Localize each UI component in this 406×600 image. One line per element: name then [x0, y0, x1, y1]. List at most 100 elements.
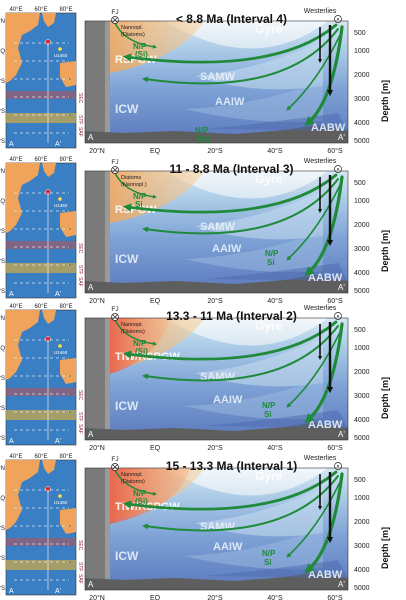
section-depth-label: 500 — [354, 30, 366, 37]
section-depth-label: 1000 — [354, 345, 370, 352]
label-diatoms: (Diatoms) — [121, 479, 145, 485]
front-stf — [6, 410, 76, 420]
section-corner-a-prime: A' — [338, 580, 345, 589]
map-lat-label: 60°S — [0, 139, 5, 145]
label-si: Si — [135, 200, 143, 209]
map-lat-label: 60°S — [0, 586, 5, 592]
gyre-region — [165, 318, 328, 346]
label-si-deep: Si — [264, 558, 272, 567]
map-lat-label: EQ — [0, 199, 5, 205]
section-corner-a: A — [88, 430, 94, 439]
aaiw-region — [185, 231, 323, 273]
label-aaiw: AAIW — [213, 394, 243, 406]
section-depth-label: 5000 — [354, 288, 370, 295]
label-np-deep: N/P — [262, 549, 276, 558]
map-corner-a: A — [9, 291, 14, 298]
section-lat-label: 20°N — [89, 444, 105, 452]
fj-cross-icon — [112, 17, 118, 23]
fj-cross-icon — [112, 464, 118, 470]
section-lat-label: EQ — [150, 298, 161, 305]
label-gyre: Gyre — [255, 319, 283, 333]
map-lat-label: 20°S — [0, 229, 5, 235]
map-front-label: SAF — [77, 127, 83, 137]
section-depth-label: 4000 — [354, 120, 370, 127]
section-depth-label: 4000 — [354, 567, 370, 574]
arrow-aaiw-flow — [142, 178, 339, 235]
label-si: (Si) — [135, 347, 148, 356]
map-lat-label: 20°N — [0, 316, 5, 322]
land-india — [42, 310, 56, 324]
shelf-edge — [105, 468, 110, 590]
site-label: U1460 — [54, 350, 68, 355]
label-np: N/P — [133, 42, 147, 51]
label-icw: ICW — [115, 102, 139, 116]
map-lon-label: 40°E — [9, 454, 22, 460]
map-lat-label: 40°S — [0, 259, 5, 265]
aaiw-region — [185, 528, 323, 570]
fj-label: FJ — [111, 456, 118, 463]
aaiw-region — [185, 81, 323, 123]
map-corner-a-prime: A' — [55, 438, 61, 445]
label-nannopl: Diatoms — [121, 175, 141, 181]
map-inset: U146040°E60°E80°E20°NEQ20°S40°S60°SSECST… — [0, 304, 83, 446]
seafloor — [85, 572, 348, 590]
section-depth-label: 500 — [354, 327, 366, 334]
panel-3: U146040°E60°E80°E20°NEQ20°S40°S60°SSECST… — [0, 304, 390, 452]
land-australia — [60, 61, 76, 87]
map-front-label: SEC — [77, 93, 83, 104]
label-np: N/P — [133, 489, 147, 498]
continental-shelf — [85, 21, 105, 143]
seafloor — [85, 275, 348, 293]
front-sec — [6, 91, 76, 99]
fj-label: FJ — [111, 306, 118, 313]
map-corner-a: A — [9, 588, 14, 595]
depth-axis-title: Depth [m] — [380, 80, 390, 122]
panel-2: U146040°E60°E80°E20°NEQ20°S40°S60°SSECST… — [0, 157, 390, 305]
section-plot: GyreRSPGWSAMWAAIWICWAABWN/PSiN/PSiFJDiat… — [84, 158, 390, 305]
section-depth-label: 1000 — [354, 48, 370, 55]
panel-title: 11 - 8.8 Ma (Interval 3) — [169, 162, 293, 176]
map-front-label: SAF — [77, 277, 83, 287]
label-np: N/P — [133, 192, 147, 201]
shelf-edge — [105, 318, 110, 440]
section-lat-label: 40°S — [267, 594, 283, 600]
section-lat-label: 20°S — [207, 444, 223, 452]
section-lat-label: 40°S — [267, 444, 283, 452]
land-africa — [6, 460, 40, 530]
section-frame — [84, 467, 349, 591]
aaiw-region — [185, 378, 323, 420]
map-lat-label: EQ — [0, 49, 5, 55]
map-front-label: SEC — [77, 390, 83, 401]
site-label: U1460 — [54, 203, 68, 208]
label-aabw: AABW — [308, 419, 343, 431]
section-lat-label: 20°N — [89, 594, 105, 600]
section-depth-label: 5000 — [354, 138, 370, 145]
map-front-label: STF — [77, 412, 83, 421]
label-icw: ICW — [115, 252, 139, 266]
land-india — [42, 13, 56, 27]
depth-axis-title: Depth [m] — [380, 527, 390, 569]
tiw-region — [110, 468, 190, 524]
panel-4: U146040°E60°E80°E20°NEQ20°S40°S60°SSECST… — [0, 454, 390, 600]
label-icw: ICW — [115, 549, 139, 563]
site-u1460-marker — [58, 47, 62, 51]
arrow-aaiw-flow — [142, 475, 339, 532]
label-aabw: AABW — [308, 569, 343, 581]
label-si-deep: Si — [267, 258, 275, 267]
site-label: U1460 — [54, 53, 68, 58]
land-india — [42, 163, 56, 177]
label-aaiw: AAIW — [212, 243, 242, 255]
map-lat-label: 20°N — [0, 169, 5, 175]
samw-region — [195, 488, 323, 537]
label-np-deep: N/P — [265, 249, 279, 258]
depth-axis-title: Depth [m] — [380, 230, 390, 272]
section-corner-a: A — [88, 283, 94, 292]
westerlies-label: Westerlies — [304, 305, 337, 312]
map-front-label: SAF — [77, 424, 83, 434]
front-sec — [6, 388, 76, 396]
map-lon-label: 40°E — [9, 7, 22, 13]
map-lon-label: 40°E — [9, 304, 22, 310]
westerlies-dot-icon — [337, 168, 339, 170]
map-lat-label: EQ — [0, 496, 5, 502]
